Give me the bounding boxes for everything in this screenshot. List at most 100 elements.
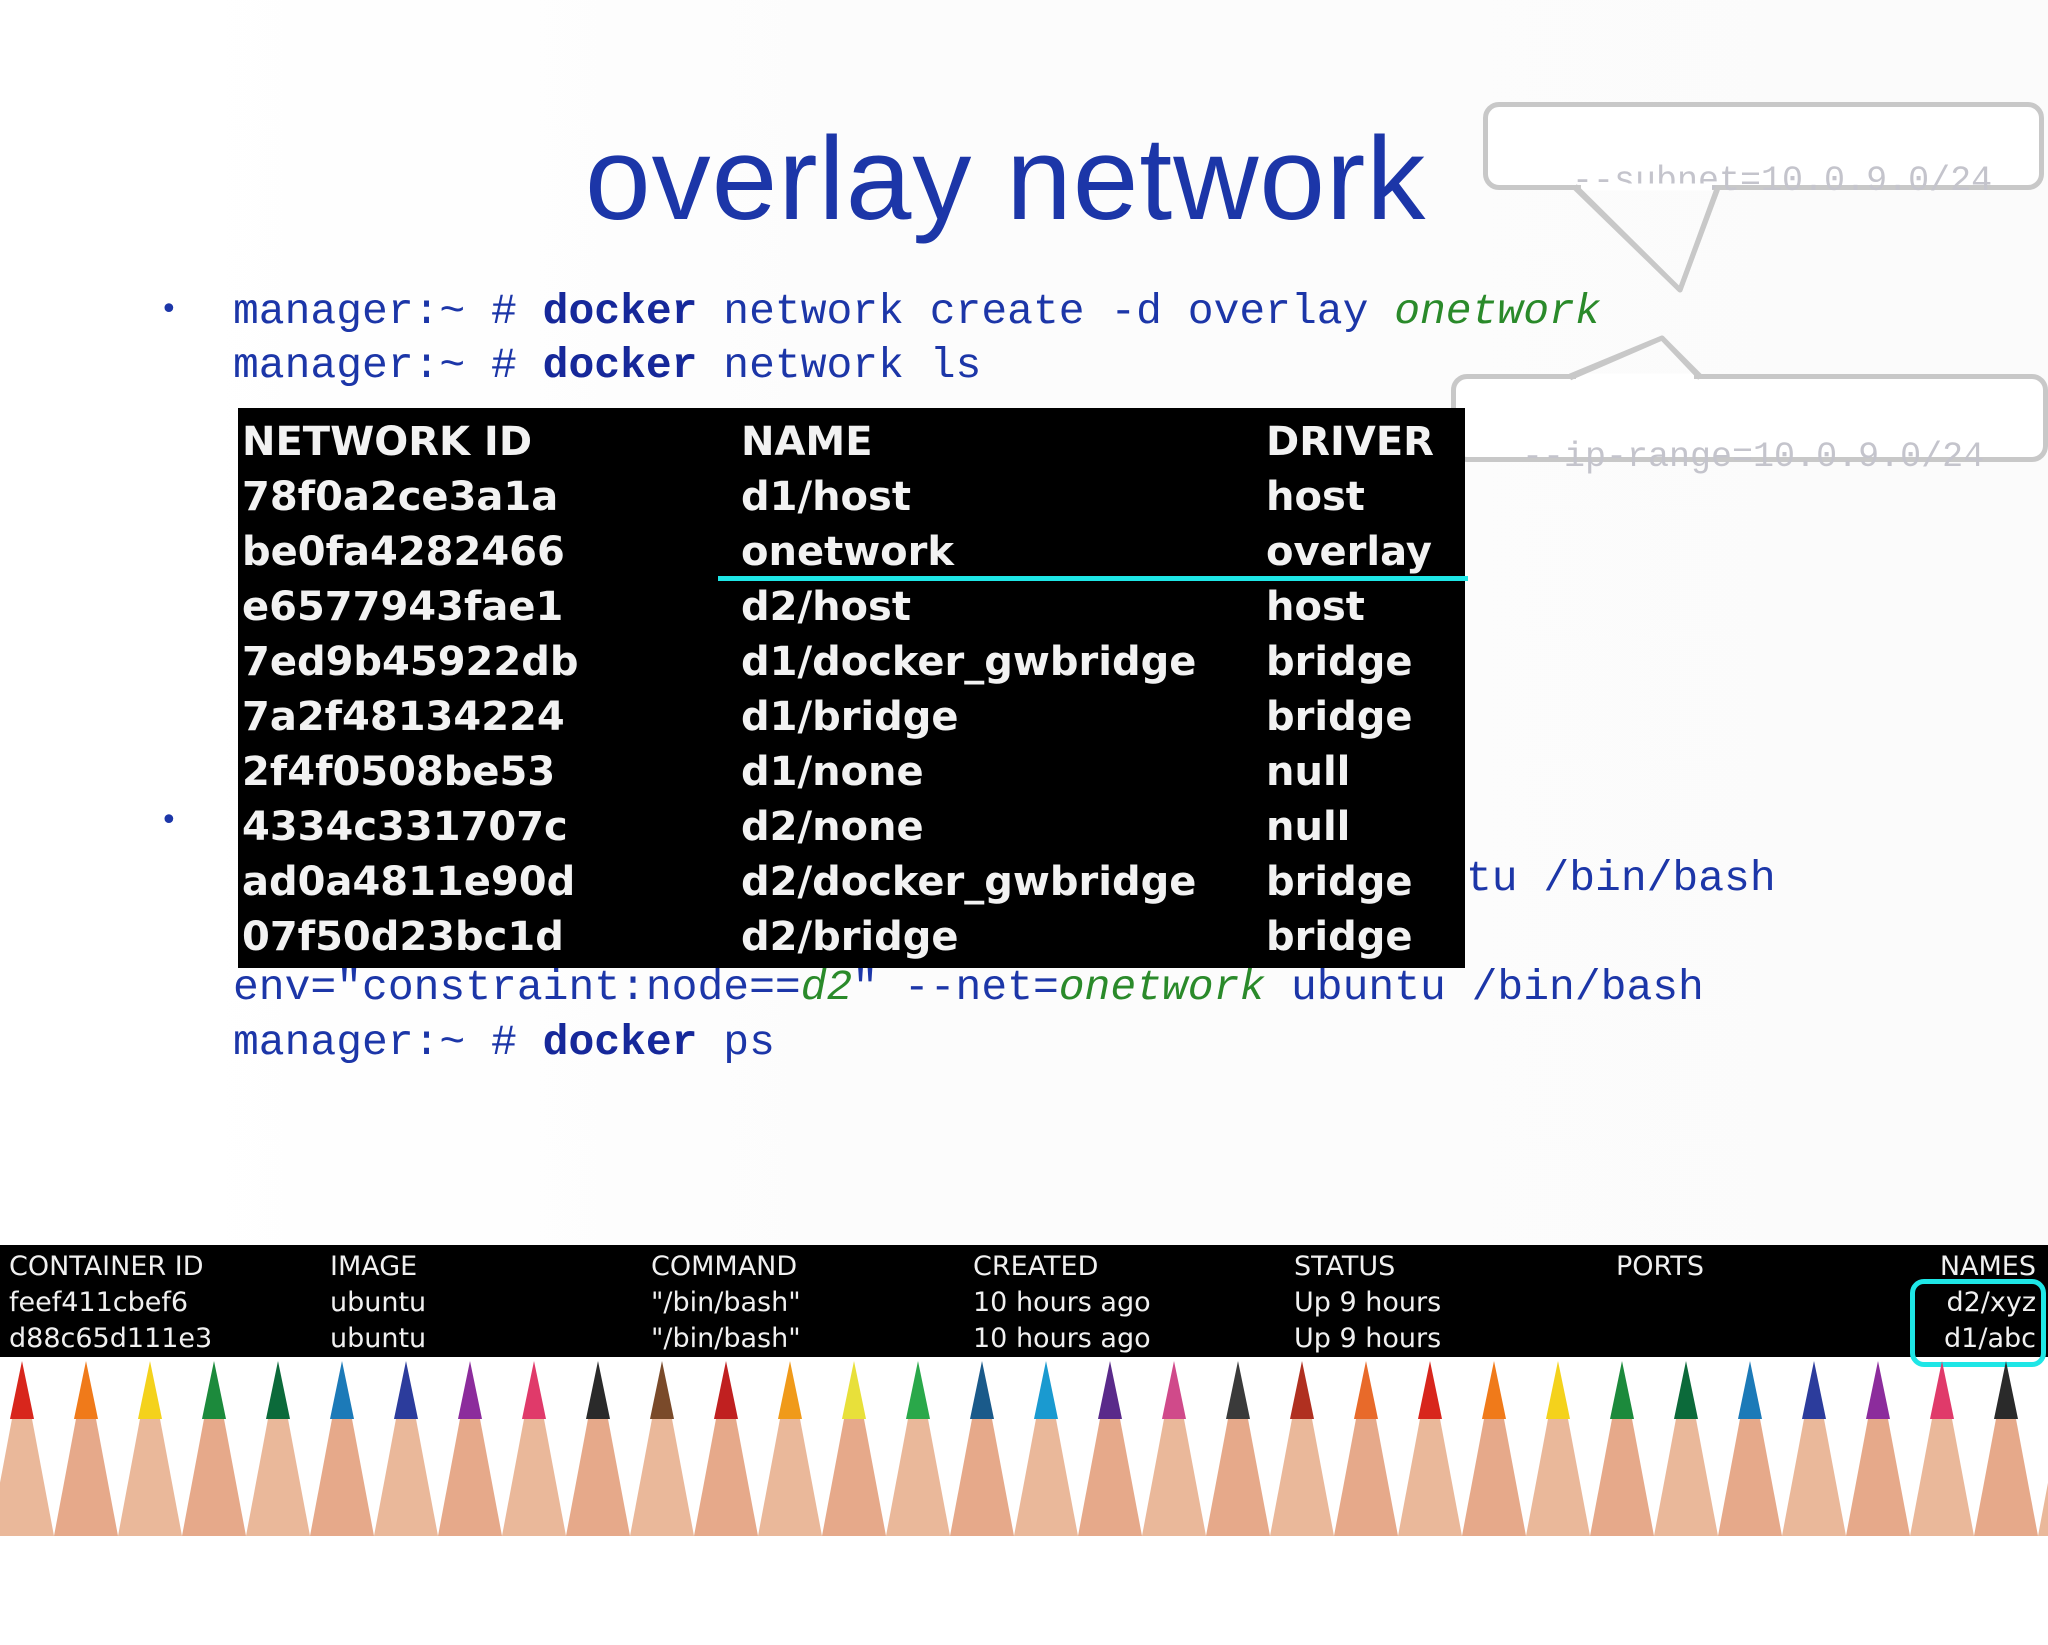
pencil	[566, 1361, 630, 1536]
pencil	[1142, 1361, 1206, 1536]
container-status: Up 9 hours	[1294, 1323, 1442, 1354]
network-name: d2/none	[741, 804, 924, 850]
pencil	[1526, 1361, 1590, 1536]
pencil	[1078, 1361, 1142, 1536]
network-id: 07f50d23bc1d	[242, 914, 564, 960]
pencil	[0, 1361, 54, 1536]
docker-keyword: docker	[542, 341, 698, 390]
bullet-2: •	[160, 803, 178, 838]
network-driver: overlay	[1266, 529, 1432, 575]
pencil	[1270, 1361, 1334, 1536]
header-container-id: CONTAINER ID	[9, 1251, 204, 1282]
pencil	[182, 1361, 246, 1536]
network-id: 7ed9b45922db	[242, 639, 579, 685]
pencil	[1462, 1361, 1526, 1536]
pencil	[630, 1361, 694, 1536]
pencil	[822, 1361, 886, 1536]
docker-keyword: docker	[542, 1018, 698, 1067]
pencil	[1590, 1361, 1654, 1536]
network-driver: null	[1266, 749, 1351, 795]
table-row: 7a2f48134224 d1/bridge bridge	[238, 690, 1465, 745]
network-name: d1/host	[741, 474, 911, 520]
container-image: ubuntu	[330, 1323, 427, 1354]
command-args: network ls	[697, 341, 982, 390]
command-docker-ps: manager:~ # docker ps	[233, 1021, 775, 1064]
docker-keyword: docker	[542, 287, 698, 336]
container-status: Up 9 hours	[1294, 1287, 1442, 1318]
names-highlight-box	[1910, 1279, 2046, 1367]
container-command: "/bin/bash"	[651, 1287, 801, 1318]
docker-ps-output: CONTAINER ID IMAGE COMMAND CREATED STATU…	[0, 1245, 2048, 1357]
pencil	[1398, 1361, 1462, 1536]
container-created: 10 hours ago	[973, 1323, 1151, 1354]
header-image: IMAGE	[330, 1251, 418, 1282]
container-name: d1/abc	[1944, 1323, 2036, 1354]
network-driver: bridge	[1266, 914, 1413, 960]
pencil	[1206, 1361, 1270, 1536]
ip-range-callout-text: --ip-range=10.0.9.0/24	[1522, 437, 1985, 477]
table-row: 7ed9b45922db d1/docker_gwbridge bridge	[238, 635, 1465, 690]
network-driver: bridge	[1266, 859, 1413, 905]
prompt: manager:~ #	[233, 341, 543, 390]
pencil	[2038, 1482, 2048, 1536]
pencil	[694, 1361, 758, 1536]
network-name: onetwork	[741, 529, 954, 575]
pencil-border-image	[0, 1361, 2048, 1536]
pencil	[310, 1361, 374, 1536]
pencil	[438, 1361, 502, 1536]
header-name: NAME	[741, 419, 873, 465]
pencil	[1846, 1361, 1910, 1536]
header-status: STATUS	[1294, 1251, 1396, 1282]
prompt: manager:~ #	[233, 287, 543, 336]
pencil	[54, 1361, 118, 1536]
network-driver: host	[1266, 474, 1365, 520]
onetwork-highlight-line	[718, 576, 1468, 581]
network-name: d1/docker_gwbridge	[741, 639, 1197, 685]
table-header-row: NETWORK ID NAME DRIVER	[238, 415, 1465, 470]
network-id: 4334c331707c	[242, 804, 568, 850]
pencil	[1718, 1361, 1782, 1536]
header-network-id: NETWORK ID	[242, 419, 533, 465]
network-name: d2/docker_gwbridge	[741, 859, 1197, 905]
network-driver: bridge	[1266, 639, 1413, 685]
bullet-1: •	[160, 292, 178, 327]
table-row: feef411cbef6 ubuntu "/bin/bash" 10 hours…	[0, 1285, 2048, 1321]
command-network-create: manager:~ # docker network create -d ove…	[233, 290, 1601, 333]
container-id: feef411cbef6	[9, 1287, 189, 1318]
table-row: d88c65d111e3 ubuntu "/bin/bash" 10 hours…	[0, 1321, 2048, 1357]
command-args: " --net=	[852, 963, 1059, 1012]
network-driver: bridge	[1266, 694, 1413, 740]
header-names: NAMES	[1939, 1251, 2036, 1282]
pencil	[1782, 1361, 1846, 1536]
network-name: d2/host	[741, 584, 911, 630]
header-created: CREATED	[973, 1251, 1099, 1282]
table-header-row: CONTAINER ID IMAGE COMMAND CREATED STATU…	[0, 1249, 2048, 1285]
pencil	[1910, 1361, 1974, 1536]
node-arg: d2	[800, 963, 853, 1012]
pencil	[886, 1361, 950, 1536]
container-image: ubuntu	[330, 1287, 427, 1318]
table-row: ad0a4811e90d d2/docker_gwbridge bridge	[238, 855, 1465, 910]
prompt: manager:~ #	[233, 1018, 543, 1067]
slide-title: overlay network	[585, 113, 1427, 245]
subnet-callout: --subnet=10.0.9.0/24	[1483, 102, 2044, 201]
pencil	[246, 1361, 310, 1536]
callout-gap-mask	[1569, 183, 1721, 381]
network-id: e6577943fae1	[242, 584, 564, 630]
network-id: 7a2f48134224	[242, 694, 565, 740]
network-name: d1/bridge	[741, 694, 959, 740]
ip-range-callout: --ip-range=10.0.9.0/24	[1451, 374, 2048, 477]
container-id: d88c65d111e3	[9, 1323, 213, 1354]
container-created: 10 hours ago	[973, 1287, 1151, 1318]
network-id: 2f4f0508be53	[242, 749, 556, 795]
command-args: ps	[697, 1018, 775, 1067]
container-name: d2/xyz	[1946, 1287, 2036, 1318]
command-network-ls: manager:~ # docker network ls	[233, 344, 981, 387]
network-id: ad0a4811e90d	[242, 859, 576, 905]
subnet-callout-text: --subnet=10.0.9.0/24	[1572, 161, 1993, 201]
